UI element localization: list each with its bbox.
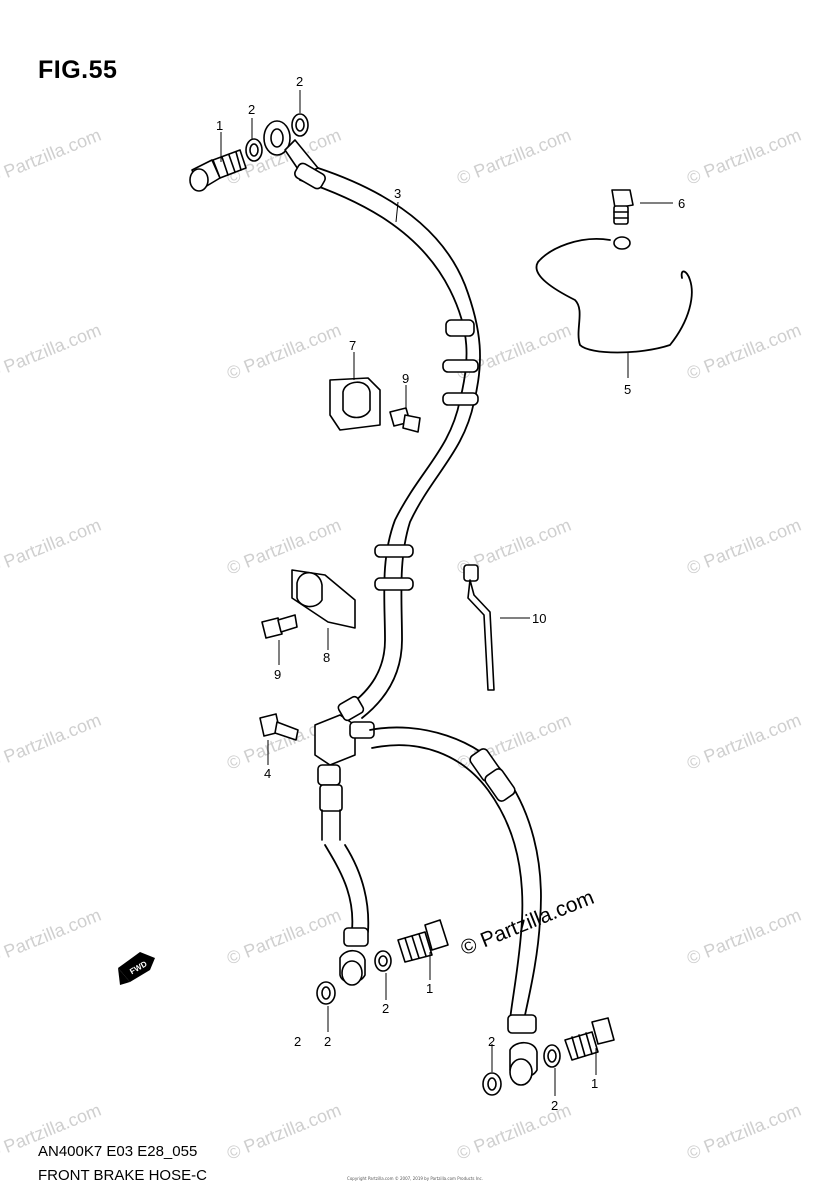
watermark-text: © Partzilla.com bbox=[224, 320, 344, 384]
callout-number: 1 bbox=[426, 981, 433, 996]
washer-part-2[interactable] bbox=[291, 113, 309, 137]
callout-number: 10 bbox=[532, 611, 546, 626]
watermark-text: © Partzilla.com bbox=[684, 515, 804, 579]
banjo-bolt-upper-part-1[interactable] bbox=[189, 149, 247, 192]
callout-labels: 1 2 2 2 3 6 5 7 9 8 9 10 4 1 2 2 2 1 2 bbox=[216, 74, 685, 1113]
brake-hose-lower-left bbox=[319, 784, 370, 986]
leader-lines bbox=[220, 90, 673, 1096]
banjo-bolt-lower-right-part-1[interactable] bbox=[564, 1017, 615, 1061]
watermark-text: © Partzilla.com bbox=[0, 320, 104, 384]
watermark-text: © Partzilla.com bbox=[0, 515, 104, 579]
callout-number: 4 bbox=[264, 766, 271, 781]
washer-part-2[interactable] bbox=[482, 1072, 502, 1096]
callout-number: 2 bbox=[294, 1034, 301, 1049]
three-way-joint-part-4[interactable] bbox=[259, 695, 375, 786]
callout-number: 8 bbox=[323, 650, 330, 665]
callout-number: 2 bbox=[488, 1034, 495, 1049]
callout-number: 9 bbox=[274, 667, 281, 682]
watermark-text: © Partzilla.com bbox=[684, 905, 804, 969]
callout-number: 2 bbox=[248, 102, 255, 117]
callout-number: 6 bbox=[678, 196, 685, 211]
watermark-text: © Partzilla.com bbox=[684, 710, 804, 774]
callout-number: 7 bbox=[349, 338, 356, 353]
watermark-text: © Partzilla.com bbox=[224, 1100, 344, 1164]
wire-clamp-part-5[interactable] bbox=[535, 236, 693, 354]
watermark-text: © Partzilla.com bbox=[0, 905, 104, 969]
upper-banjo-fitting bbox=[263, 120, 326, 190]
banjo-bolt-lower-left-part-1[interactable] bbox=[397, 919, 449, 963]
callout-number: 2 bbox=[382, 1001, 389, 1016]
hose-clamp-part-7[interactable] bbox=[329, 377, 381, 431]
figure-code: AN400K7 E03 E28_055 bbox=[38, 1143, 198, 1160]
washer-part-2[interactable] bbox=[316, 981, 336, 1005]
washer-part-2[interactable] bbox=[245, 138, 263, 162]
watermark-text: © Partzilla.com bbox=[684, 1100, 804, 1164]
watermark-text: © Partzilla.com bbox=[0, 125, 104, 189]
bolt-part-9[interactable] bbox=[389, 407, 421, 433]
watermark-text: © Partzilla.com bbox=[0, 710, 104, 774]
callout-number: 9 bbox=[402, 371, 409, 386]
callout-number: 3 bbox=[394, 186, 401, 201]
callout-number: 2 bbox=[324, 1034, 331, 1049]
watermark-text: © Partzilla.com bbox=[454, 125, 574, 189]
hose-clamp-part-8[interactable] bbox=[291, 569, 356, 629]
washer-part-2[interactable] bbox=[374, 950, 392, 972]
callout-number: 2 bbox=[296, 74, 303, 89]
watermark-text: © Partzilla.com bbox=[684, 125, 804, 189]
watermark-text: © Partzilla.com bbox=[224, 515, 344, 579]
cable-tie-part-10[interactable] bbox=[463, 564, 495, 691]
callout-number: 1 bbox=[591, 1076, 598, 1091]
bolt-part-9[interactable] bbox=[261, 614, 298, 639]
callout-number: 1 bbox=[216, 118, 223, 133]
brake-hose-lower-right bbox=[369, 726, 542, 1086]
figure-title: FRONT BRAKE HOSE-C bbox=[38, 1167, 207, 1184]
figure-label: FIG.55 bbox=[38, 56, 118, 84]
bolt-part-6[interactable] bbox=[611, 189, 634, 225]
copyright-notice: Copyright Partzilla.com © 2007, 2019 by … bbox=[347, 1176, 483, 1181]
washer-part-2[interactable] bbox=[543, 1044, 561, 1068]
forward-direction-arrow: FWD bbox=[118, 952, 155, 985]
watermark-text: © Partzilla.com bbox=[224, 905, 344, 969]
callout-number: 5 bbox=[624, 382, 631, 397]
callout-number: 2 bbox=[551, 1098, 558, 1113]
watermark-text: © Partzilla.com bbox=[684, 320, 804, 384]
brake-hose-upper-part-3[interactable] bbox=[299, 167, 481, 719]
